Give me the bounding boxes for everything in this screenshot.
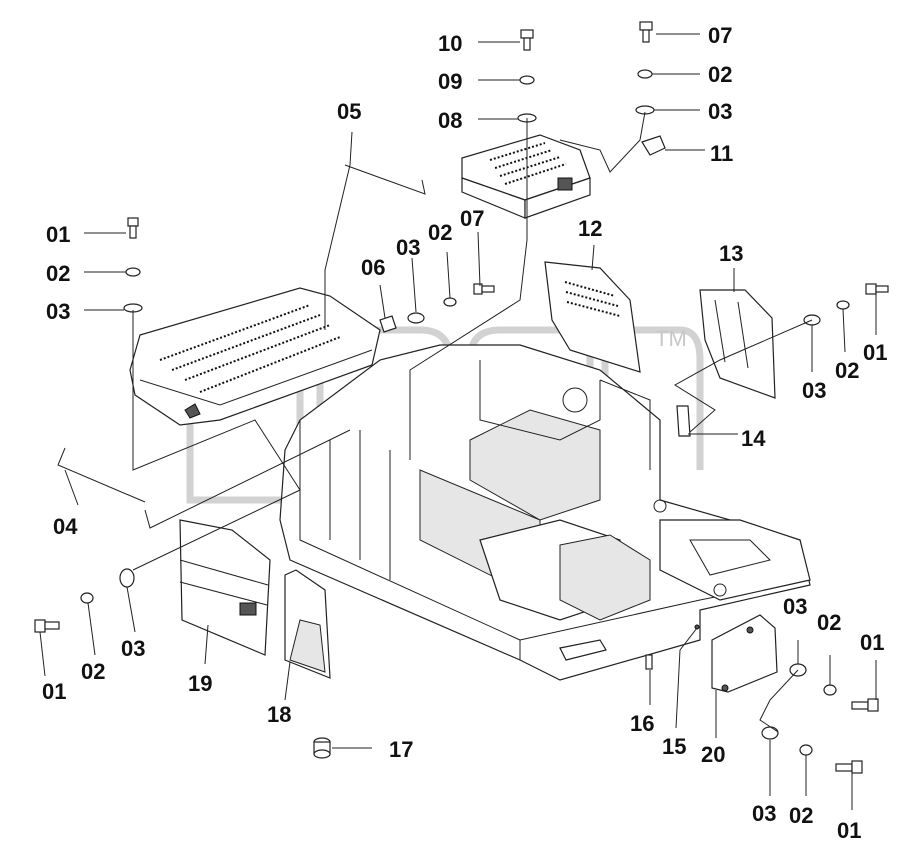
- callout-01-lower-left: 01: [42, 679, 66, 704]
- washer-02-lower-right-a: [823, 684, 837, 696]
- callout-15: 15: [662, 734, 686, 759]
- callout-02-lower-left: 02: [81, 659, 105, 684]
- washer-02-top: [637, 69, 653, 79]
- rod-05: [344, 164, 426, 195]
- bolt-01-right: [865, 283, 889, 295]
- bracket-11: [641, 135, 666, 156]
- washer-02-right: [836, 300, 850, 310]
- washer-02-mid: [443, 297, 457, 307]
- bolt-07-top: [639, 21, 653, 43]
- dot-15: [694, 624, 700, 630]
- callout-03-lower-left: 03: [121, 636, 145, 661]
- callout-01-lower-right-b: 01: [837, 818, 861, 843]
- latch-06: [379, 315, 397, 333]
- washer-03-lower-left: [119, 568, 135, 588]
- callout-01-lower-right-a: 01: [860, 630, 884, 655]
- callout-10: 10: [438, 31, 462, 56]
- bolt-10: [520, 29, 534, 51]
- side-panel-13: [699, 289, 776, 399]
- callout-11: 11: [710, 141, 733, 166]
- callout-03-lower-right-b: 03: [752, 801, 776, 826]
- rear-cover-20: [711, 614, 778, 693]
- top-cover-box: [461, 134, 591, 219]
- washer-02-left: [125, 267, 141, 277]
- washer-03-mid: [407, 312, 425, 324]
- washer-09: [519, 75, 535, 85]
- callout-03-lower-right-a: 03: [783, 594, 807, 619]
- callout-14: 14: [741, 426, 766, 451]
- side-panel-12: [544, 261, 641, 373]
- bracket-14: [676, 405, 691, 437]
- callout-02-left: 02: [46, 261, 70, 286]
- callout-labels: 10 09 08 07 02 03 11 05 01 02 03 06 03 0…: [42, 23, 887, 843]
- callout-19: 19: [188, 671, 212, 696]
- callout-01-left: 01: [46, 222, 70, 247]
- callout-03-left: 03: [46, 299, 70, 324]
- callout-03-top: 03: [708, 99, 732, 124]
- washer-03-lower-right-b: [761, 726, 779, 740]
- washer-02-lower-left: [80, 592, 94, 604]
- leader-lines: [39, 33, 877, 810]
- bolt-07-mid: [473, 283, 495, 295]
- callout-18: 18: [267, 702, 291, 727]
- bolt-01-left: [127, 217, 139, 239]
- callout-02-top: 02: [708, 62, 732, 87]
- callout-02-lower-right-a: 02: [817, 610, 841, 635]
- washer-02-lower-right-b: [799, 744, 813, 756]
- callout-02-right: 02: [835, 358, 859, 383]
- rod-04: [57, 447, 146, 503]
- callout-04: 04: [53, 514, 78, 539]
- callout-07-top: 07: [708, 23, 732, 48]
- watermark-tm: TM: [655, 326, 687, 351]
- engine-hood: [129, 287, 381, 426]
- callout-08: 08: [438, 108, 462, 133]
- callout-02-lower-right-b: 02: [789, 803, 813, 828]
- side-door-19: [179, 519, 271, 656]
- callout-03-mid: 03: [396, 235, 420, 260]
- callout-03-right: 03: [802, 378, 826, 403]
- callout-01-right: 01: [863, 340, 887, 365]
- bolt-01-lower-right-b: [835, 760, 863, 774]
- side-panel-18: [284, 569, 331, 679]
- callout-12: 12: [578, 216, 602, 241]
- callout-06: 06: [361, 255, 385, 280]
- callout-13: 13: [719, 241, 743, 266]
- callout-09: 09: [438, 69, 462, 94]
- bolt-01-lower-right-a: [851, 698, 879, 712]
- callout-07-mid: 07: [460, 206, 484, 231]
- callout-20: 20: [701, 742, 725, 767]
- bolt-01-lower-left: [34, 619, 60, 633]
- rubber-stopper-17: [313, 737, 331, 759]
- callout-05: 05: [337, 99, 361, 124]
- callout-16: 16: [630, 711, 654, 736]
- upper-frame: [279, 344, 811, 681]
- pin-16: [645, 654, 653, 670]
- callout-02-mid: 02: [428, 220, 452, 245]
- callout-17: 17: [389, 737, 413, 762]
